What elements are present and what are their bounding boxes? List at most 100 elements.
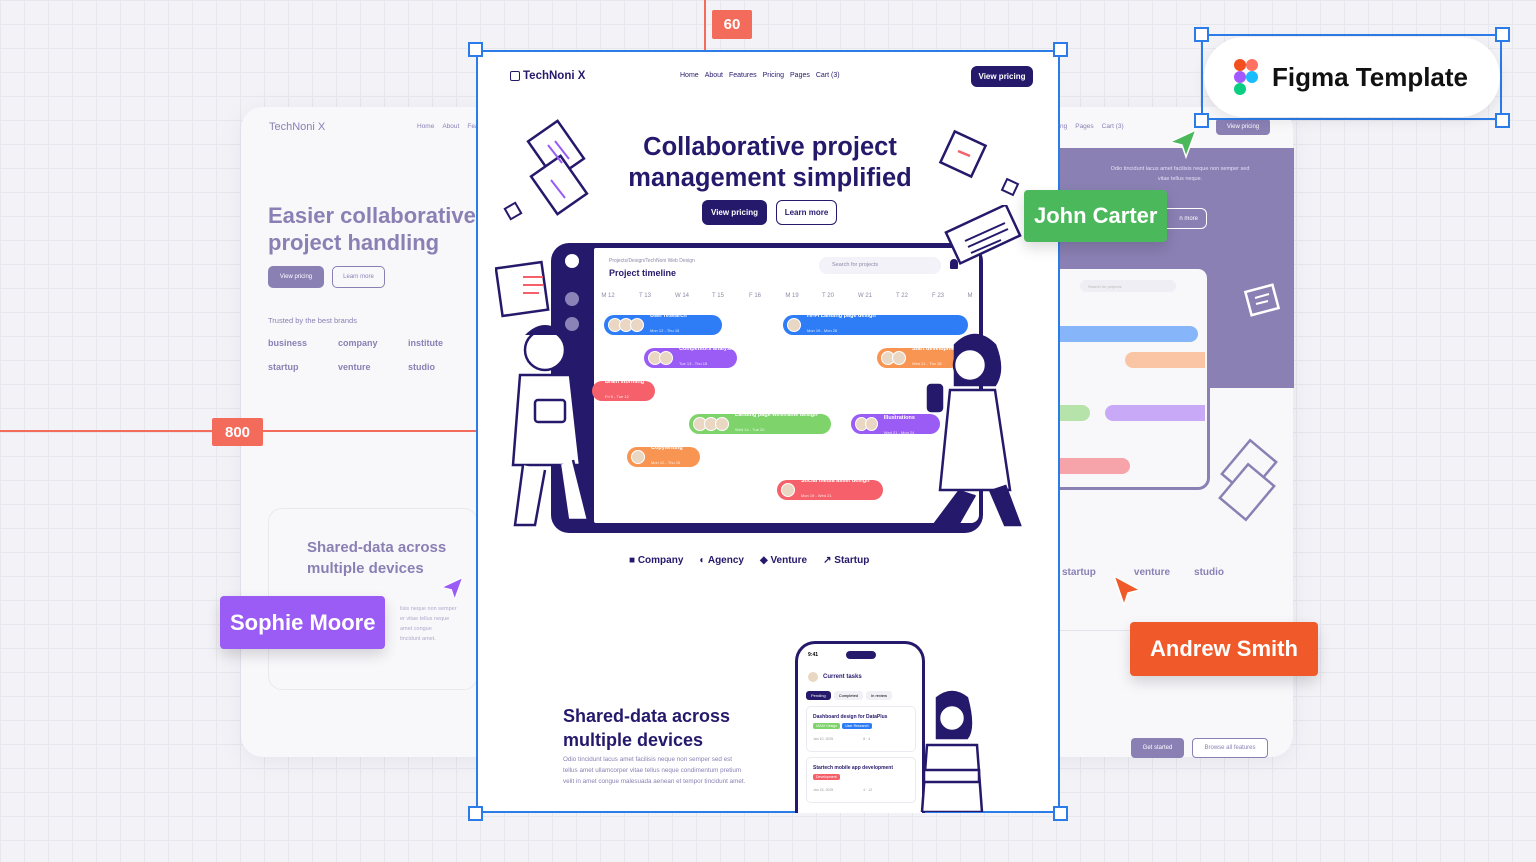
logo-icon: [510, 71, 520, 81]
nav-about[interactable]: About: [704, 72, 723, 79]
width-marker: 60: [712, 10, 752, 39]
resize-handle[interactable]: [468, 806, 483, 821]
filter-completed[interactable]: Completed: [833, 691, 864, 700]
task-dates: Mon 19 - Wed 21: [801, 492, 832, 498]
resize-handle: [1194, 113, 1209, 128]
person-with-tablet-illustration: [495, 260, 590, 527]
tag: UI/UX Design: [813, 723, 841, 729]
sidebar-dot[interactable]: [565, 254, 579, 268]
nav-home[interactable]: Home: [680, 72, 699, 79]
task-name: Copywriting: [651, 445, 683, 452]
nav-cart[interactable]: Cart (3): [815, 72, 840, 79]
brand-logo[interactable]: TechNoni X: [510, 70, 585, 82]
task-dates: Mon 19 - Mon 26: [807, 327, 838, 333]
cursor-label-andrew-smith: Andrew Smith: [1130, 622, 1318, 676]
document-illustration-icon: [1243, 283, 1281, 317]
brand-agency: ◐ Agency: [699, 555, 744, 566]
timeline-column-header: F 16: [748, 293, 762, 299]
left-view-pricing-button[interactable]: View pricing: [268, 266, 324, 288]
timeline-column-header: T 20: [822, 293, 834, 299]
search-input[interactable]: Search for projects: [819, 257, 941, 274]
nav-link[interactable]: Fea: [467, 123, 479, 130]
avatar: [864, 417, 878, 431]
resize-handle[interactable]: [1053, 42, 1068, 57]
nav-link[interactable]: Home: [417, 123, 435, 130]
figma-template-badge: Figma Template: [1204, 37, 1500, 117]
task-name: Competitors analysis: [679, 346, 735, 353]
task-name: Graphics & Illustrations: [883, 409, 915, 421]
hero-learn-more-button[interactable]: Learn more: [776, 200, 837, 225]
avatar: [659, 351, 673, 365]
brand-logos: ■ Company◐ Agency◆ Venture↗ Startup: [629, 555, 869, 566]
avatar: [630, 318, 644, 332]
bar: [1125, 352, 1205, 368]
right-timeline-preview: [1060, 266, 1210, 490]
brand-logo: startup: [268, 362, 299, 372]
height-marker: 800: [212, 418, 263, 446]
bar: [1060, 458, 1130, 474]
sidebar-dot[interactable]: [565, 317, 579, 331]
task-card[interactable]: Startech mobile app development Developm…: [806, 757, 916, 803]
breadcrumb: Projects/Design/TechNoni Web Design: [609, 258, 695, 264]
brand-logo: business: [268, 338, 308, 348]
sidebar-dot[interactable]: [565, 292, 579, 306]
bell-icon[interactable]: [950, 259, 958, 269]
task-dates: Wed 21 - Mon 24: [883, 429, 915, 435]
left-nav: Home About Fea: [417, 123, 479, 130]
nav-pages[interactable]: Pages: [790, 72, 810, 79]
right-view-pricing-button[interactable]: View pricing: [1216, 118, 1270, 135]
task-name: Brain storming: [605, 379, 645, 386]
task-name: User research: [650, 313, 687, 320]
nav-link[interactable]: About: [442, 123, 460, 130]
right-learn-more-button[interactable]: n more: [1160, 208, 1207, 229]
filter-tabs: Pending Completed In review: [806, 691, 893, 700]
filter-in-review[interactable]: In review: [866, 691, 893, 700]
task-card[interactable]: Dashboard design for DataPlus UI/UX Desi…: [806, 706, 916, 752]
resize-handle[interactable]: [1053, 806, 1068, 821]
cursor-arrow-icon: [1112, 574, 1142, 606]
get-started-button[interactable]: Get started: [1131, 738, 1184, 758]
nav-features[interactable]: Features: [728, 72, 757, 79]
badge-label: Figma Template: [1272, 61, 1469, 92]
phone-mockup: 9:41 Current tasks Pending Completed In …: [795, 641, 925, 813]
nav-pricing[interactable]: Pricing: [762, 72, 785, 79]
resize-handle: [1194, 27, 1209, 42]
resize-handle[interactable]: [468, 42, 483, 57]
timeline-column-header: T 13: [639, 293, 651, 299]
brand-company: ■ Company: [629, 555, 684, 566]
tag: User Research: [842, 723, 872, 729]
bar: [1105, 405, 1205, 421]
brand-logo: institute: [408, 338, 443, 348]
cursor-label-sophie-moore: Sophie Moore: [220, 596, 386, 649]
shared-body: Odio tincidunt lacus amet facilisis nequ…: [563, 756, 746, 785]
view-pricing-button[interactable]: View pricing: [971, 66, 1033, 87]
task-dates: Fri 9 - Tue 12: [605, 393, 629, 399]
date: Jan 10, 2025: [813, 737, 834, 741]
cursor-arrow-icon: [1168, 128, 1198, 160]
figma-logo-icon: [1234, 59, 1258, 95]
date: Jan 15, 2025: [813, 788, 834, 792]
browse-features-button[interactable]: Browse all features: [1192, 738, 1268, 758]
phone-notch: [846, 651, 876, 659]
timeline-column-header: T 15: [712, 293, 724, 299]
filter-pending[interactable]: Pending: [806, 691, 831, 700]
hero-view-pricing-button[interactable]: View pricing: [702, 200, 767, 225]
note-illustration-icon: [938, 129, 1020, 197]
task-name: Hi-Fi Landing page design: [807, 313, 876, 320]
badge-selection: [1201, 34, 1502, 120]
left-learn-more-button[interactable]: Learn more: [332, 266, 385, 288]
documents-illustration-icon: [503, 119, 589, 221]
brand-venture: ◆ Venture: [759, 555, 808, 566]
